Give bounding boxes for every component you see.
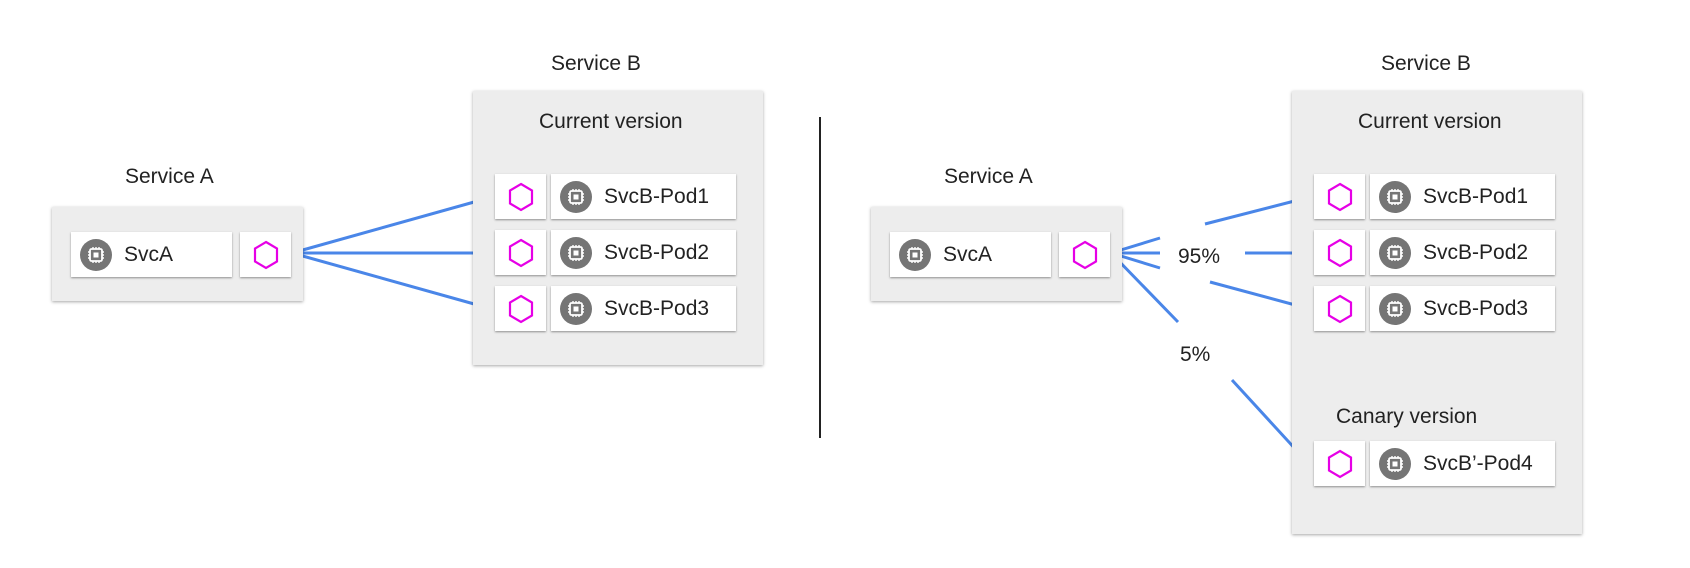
right-service-a-title: Service A	[944, 165, 1033, 188]
canary-traffic-percent: 5%	[1176, 341, 1215, 369]
chip-icon	[1379, 292, 1411, 325]
left-pod3-label: SvcB-Pod3	[604, 296, 710, 320]
right-svca-label: SvcA	[943, 242, 993, 266]
left-pod3-card: SvcB-Pod3	[551, 286, 736, 331]
left-pod2-proxy-card	[495, 230, 546, 275]
right-pod1-label: SvcB-Pod1	[1423, 184, 1529, 208]
left-service-b-title: Service B	[551, 52, 641, 75]
canary-version-title: Canary version	[1336, 405, 1478, 428]
canary-pod-proxy-card	[1314, 441, 1365, 486]
right-pod2-proxy-card	[1314, 230, 1365, 275]
hexagon-icon	[1327, 294, 1352, 323]
chip-icon	[899, 238, 931, 271]
right-svca-pod-card: SvcA	[890, 232, 1051, 277]
chip-icon	[560, 180, 592, 213]
chip-icon	[80, 238, 112, 271]
left-pod1-proxy-card	[495, 174, 546, 219]
left-svca-pod-card: SvcA	[71, 232, 232, 277]
right-pod2-card: SvcB-Pod2	[1370, 230, 1555, 275]
left-pod2-card: SvcB-Pod2	[551, 230, 736, 275]
hexagon-icon	[508, 238, 533, 267]
canary-pod-label: SvcB’-Pod4	[1423, 451, 1533, 475]
hexagon-icon	[1327, 238, 1352, 267]
left-pod2-label: SvcB-Pod2	[604, 240, 710, 264]
left-pod1-label: SvcB-Pod1	[604, 184, 710, 208]
right-pod1-card: SvcB-Pod1	[1370, 174, 1555, 219]
chip-icon	[1379, 447, 1411, 480]
right-pod3-label: SvcB-Pod3	[1423, 296, 1529, 320]
left-service-a-title: Service A	[125, 165, 214, 188]
arrow-left-pod1	[291, 193, 494, 255]
right-svca-proxy-card	[1059, 232, 1110, 277]
right-pod3-proxy-card	[1314, 286, 1365, 331]
right-current-version-title: Current version	[1358, 110, 1502, 133]
left-svca-label: SvcA	[124, 242, 174, 266]
right-pod2-label: SvcB-Pod2	[1423, 240, 1529, 264]
hexagon-icon	[1327, 182, 1352, 211]
arrow-right-canary-stub	[1109, 251, 1180, 324]
left-current-version-title: Current version	[539, 110, 683, 133]
hexagon-icon	[508, 294, 533, 323]
left-pod3-proxy-card	[495, 286, 546, 331]
chip-icon	[560, 236, 592, 269]
current-traffic-percent: 95%	[1174, 243, 1225, 271]
canary-pod-card: SvcB’-Pod4	[1370, 441, 1555, 486]
hexagon-icon	[1327, 449, 1352, 478]
hexagon-icon	[253, 240, 278, 269]
chip-icon	[1379, 236, 1411, 269]
right-service-b-title: Service B	[1381, 52, 1471, 75]
hexagon-icon	[508, 182, 533, 211]
left-pod1-card: SvcB-Pod1	[551, 174, 736, 219]
right-pod3-card: SvcB-Pod3	[1370, 286, 1555, 331]
chip-icon	[560, 292, 592, 325]
left-svca-proxy-card	[240, 232, 291, 277]
chip-icon	[1379, 180, 1411, 213]
divider-line	[819, 117, 821, 438]
right-pod1-proxy-card	[1314, 174, 1365, 219]
hexagon-icon	[1072, 240, 1097, 269]
arrow-left-pod3	[291, 251, 494, 313]
